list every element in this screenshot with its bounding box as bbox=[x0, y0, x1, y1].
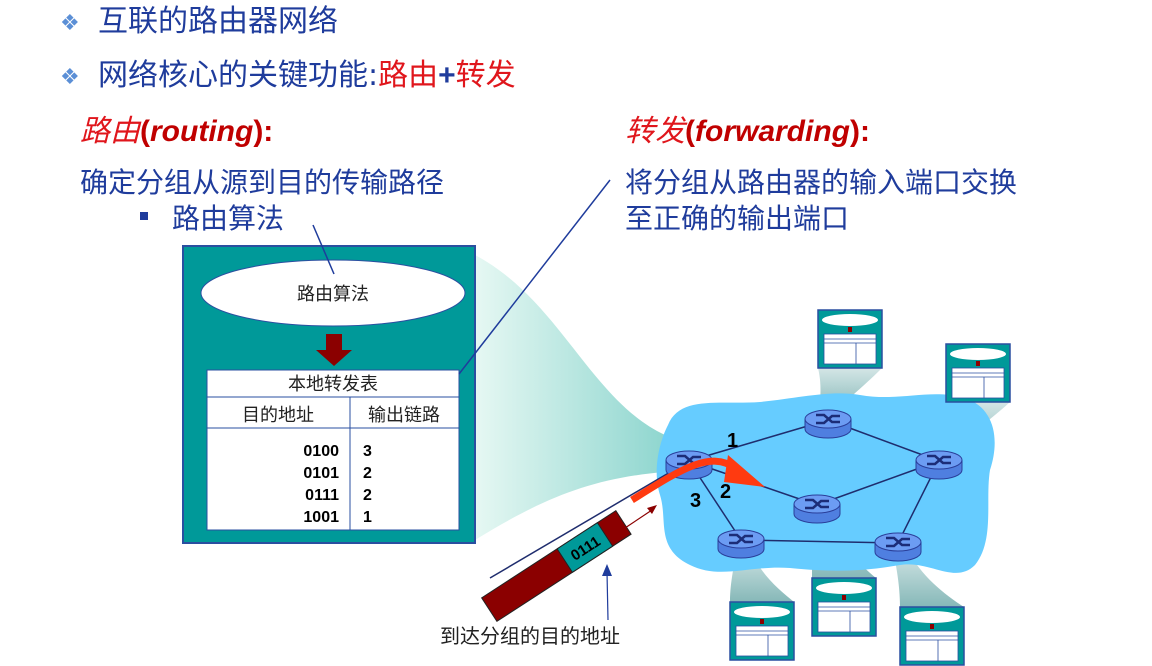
callout-line bbox=[458, 179, 611, 375]
link-label: 3 bbox=[690, 490, 701, 512]
router-internals: 路由算法 本地转发表 目的地址 输出链路 0100 3 0101 2 0111 … bbox=[182, 245, 476, 544]
forwarding-description-1: 将分组从路由器的输入端口交换 bbox=[625, 166, 1017, 199]
caption-pointer bbox=[606, 571, 609, 621]
up-arrow-icon bbox=[602, 564, 612, 576]
network-cloud bbox=[656, 393, 995, 573]
table-cell-dest: 0101 bbox=[303, 465, 339, 482]
table-cell-dest: 0111 bbox=[305, 487, 339, 504]
table-cell-link: 2 bbox=[363, 487, 372, 504]
routing-heading: 路由(routing): bbox=[80, 114, 273, 149]
table-cell-dest: 1001 bbox=[303, 509, 339, 526]
column-header-destination: 目的地址 bbox=[242, 405, 314, 426]
diamond-bullet-icon: ❖ bbox=[60, 11, 80, 36]
link-label: 1 bbox=[727, 430, 738, 452]
zoom-funnel bbox=[475, 255, 665, 540]
mini-router-table-icon bbox=[899, 606, 965, 666]
diamond-bullet-icon: ❖ bbox=[60, 65, 80, 90]
mini-router-table-icon bbox=[945, 343, 1011, 403]
router-icon bbox=[792, 493, 842, 525]
routing-description: 确定分组从源到目的传输路径 bbox=[80, 166, 444, 199]
bullet-text-1: 互联的路由器网络 bbox=[98, 4, 338, 39]
router-icon bbox=[914, 449, 964, 481]
down-arrow-icon bbox=[316, 334, 352, 366]
column-header-link: 输出链路 bbox=[368, 405, 440, 426]
packet-caption: 到达分组的目的地址 bbox=[440, 624, 620, 648]
routing-algorithm-label: 路由算法 bbox=[297, 284, 369, 305]
forwarding-heading: 转发(forwarding): bbox=[625, 114, 870, 149]
bullet-text-2: 网络核心的关键功能:路由+转发 bbox=[98, 58, 516, 93]
packet-arrow bbox=[621, 509, 653, 531]
table-cell-dest: 0100 bbox=[303, 443, 339, 460]
table-cell-link: 1 bbox=[363, 509, 372, 526]
forwarding-description-2: 至正确的输出端口 bbox=[625, 202, 849, 235]
packet: 0111 bbox=[480, 510, 632, 623]
link-label: 2 bbox=[720, 481, 731, 503]
table-cell-link: 3 bbox=[363, 443, 372, 460]
mini-router-table-icon bbox=[729, 601, 795, 661]
router-icon bbox=[803, 408, 853, 440]
router-icon bbox=[716, 528, 766, 560]
table-cell-link: 2 bbox=[363, 465, 372, 482]
table-title: 本地转发表 bbox=[288, 374, 378, 395]
forwarding-path-arrow bbox=[630, 457, 738, 503]
routing-sub-bullet: 路由算法 bbox=[172, 202, 284, 235]
arrowhead-icon bbox=[647, 505, 657, 514]
arrowhead-icon bbox=[724, 455, 765, 487]
callout-line bbox=[312, 224, 335, 275]
square-bullet-icon bbox=[140, 212, 148, 220]
mini-router-table-icon bbox=[811, 577, 877, 637]
routing-algorithm-ellipse bbox=[200, 259, 466, 327]
router-icon bbox=[873, 531, 923, 563]
mini-router-table-icon bbox=[817, 309, 883, 369]
